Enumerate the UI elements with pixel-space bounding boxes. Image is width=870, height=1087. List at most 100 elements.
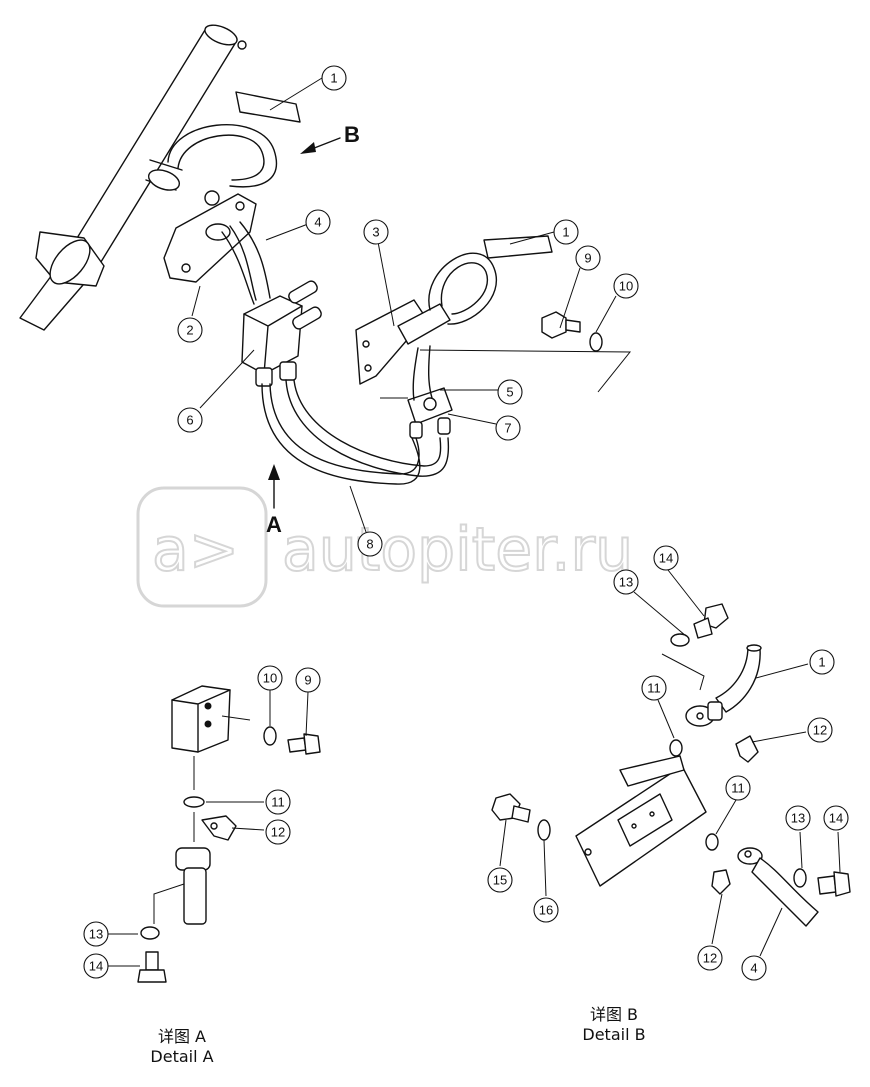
svg-text:12: 12 bbox=[703, 951, 717, 966]
leader-lines-main bbox=[191, 77, 617, 533]
detail-b-oring-upper bbox=[669, 739, 683, 757]
main-assembly: B A bbox=[19, 24, 632, 537]
detail-b-bolt-14-top bbox=[693, 603, 729, 639]
callout-m6: 6 bbox=[177, 407, 203, 433]
svg-text:12: 12 bbox=[271, 825, 285, 840]
svg-text:9: 9 bbox=[304, 673, 311, 688]
detail-a: 详图 A Detail A bbox=[108, 685, 321, 1066]
callout-a13: 13 bbox=[83, 921, 109, 947]
hose-loop-right bbox=[428, 252, 497, 325]
callout-a12: 12 bbox=[265, 819, 291, 845]
callout-m3: 3 bbox=[363, 219, 389, 245]
svg-text:7: 7 bbox=[504, 421, 511, 436]
watermark-text: autopiter.ru bbox=[282, 515, 633, 585]
svg-text:2: 2 bbox=[186, 323, 193, 338]
manifold-block bbox=[241, 280, 322, 387]
callout-a10: 10 bbox=[257, 665, 283, 691]
callout-m5: 5 bbox=[497, 379, 523, 405]
svg-text:10: 10 bbox=[619, 279, 633, 294]
callout-m2: 2 bbox=[177, 317, 203, 343]
callout-m9: 9 bbox=[575, 245, 601, 271]
svg-text:13: 13 bbox=[619, 575, 633, 590]
detail-a-fitting bbox=[175, 847, 211, 925]
detail-a-washer-13 bbox=[140, 926, 160, 940]
detail-a-clip bbox=[201, 815, 237, 841]
detail-b-title-cn: 详图 B bbox=[590, 1005, 638, 1024]
boom-cylinder bbox=[19, 24, 247, 331]
detail-b-oring-lower bbox=[705, 833, 719, 851]
svg-text:16: 16 bbox=[539, 903, 553, 918]
detail-b-clip-lower bbox=[711, 869, 731, 895]
callout-a9: 9 bbox=[295, 667, 321, 693]
svg-text:11: 11 bbox=[647, 681, 661, 696]
svg-text:14: 14 bbox=[89, 959, 103, 974]
svg-text:14: 14 bbox=[659, 551, 673, 566]
callout-b14: 14 bbox=[653, 545, 679, 571]
detail-b-hose-4 bbox=[737, 847, 819, 927]
svg-text:11: 11 bbox=[271, 795, 285, 810]
callout-m1: 1 bbox=[321, 65, 347, 91]
callout-m4: 4 bbox=[305, 209, 331, 235]
svg-text:14: 14 bbox=[829, 811, 843, 826]
view-arrow-a: A bbox=[266, 464, 282, 537]
svg-text:1: 1 bbox=[562, 225, 569, 240]
detail-b-plate bbox=[575, 755, 707, 887]
svg-text:15: 15 bbox=[493, 873, 507, 888]
callout-b11: 11 bbox=[641, 675, 667, 701]
coupling-block bbox=[407, 387, 453, 439]
watermark: a> autopiter.ru bbox=[136, 486, 634, 608]
callout-b1: 1 bbox=[809, 649, 835, 675]
svg-text:13: 13 bbox=[791, 811, 805, 826]
callout-b15: 15 bbox=[487, 867, 513, 893]
main-hose-loop bbox=[167, 124, 278, 188]
hose-bundle bbox=[261, 379, 450, 485]
callout-b12: 12 bbox=[807, 717, 833, 743]
detail-b-title-en: Detail B bbox=[582, 1025, 645, 1044]
callout-m10: 10 bbox=[613, 273, 639, 299]
view-label-a: A bbox=[266, 512, 282, 537]
detail-b-bolt-14-right bbox=[817, 871, 851, 897]
svg-text:4: 4 bbox=[750, 961, 757, 976]
view-arrow-b: B bbox=[300, 122, 360, 154]
detail-a-title-cn: 详图 A bbox=[158, 1027, 206, 1046]
mounting-plate bbox=[355, 299, 451, 385]
leader-lines-detail-b bbox=[499, 569, 841, 957]
svg-text:5: 5 bbox=[506, 385, 513, 400]
watermark-mark: a> bbox=[152, 515, 239, 585]
detail-b-washer-16 bbox=[537, 819, 551, 841]
svg-text:12: 12 bbox=[813, 723, 827, 738]
callout-a11: 11 bbox=[265, 789, 291, 815]
callout-b16: 16 bbox=[533, 897, 559, 923]
detail-b-washer-13-right bbox=[793, 868, 807, 888]
svg-text:8: 8 bbox=[366, 537, 373, 552]
callout-a14: 14 bbox=[83, 953, 109, 979]
callout-b11b: 11 bbox=[725, 775, 751, 801]
callout-m1b: 1 bbox=[553, 219, 579, 245]
svg-text:13: 13 bbox=[89, 927, 103, 942]
washer-10 bbox=[589, 332, 603, 352]
callout-b13b: 13 bbox=[785, 805, 811, 831]
svg-text:9: 9 bbox=[584, 251, 591, 266]
svg-text:1: 1 bbox=[330, 71, 337, 86]
svg-text:3: 3 bbox=[372, 225, 379, 240]
detail-a-title-en: Detail A bbox=[150, 1047, 213, 1066]
detail-a-bolt-14 bbox=[137, 951, 167, 983]
callout-m8: 8 bbox=[357, 531, 383, 557]
hose-pair-right bbox=[412, 345, 433, 401]
detail-b: 详图 B Detail B bbox=[491, 569, 851, 1044]
leader-lines-detail-a bbox=[108, 690, 309, 967]
view-label-b: B bbox=[344, 122, 360, 147]
callout-b12b: 12 bbox=[697, 945, 723, 971]
detail-a-bolt-9 bbox=[287, 733, 321, 755]
svg-text:10: 10 bbox=[263, 671, 277, 686]
detail-a-block bbox=[171, 685, 231, 753]
detail-b-clip-upper bbox=[735, 735, 759, 763]
svg-text:4: 4 bbox=[314, 215, 321, 230]
callout-b4: 4 bbox=[741, 955, 767, 981]
detail-a-oring bbox=[183, 796, 205, 808]
detail-b-bolt-15 bbox=[491, 793, 531, 823]
detail-b-washer-13-top bbox=[670, 633, 690, 647]
hose-pair-upper bbox=[221, 221, 271, 305]
